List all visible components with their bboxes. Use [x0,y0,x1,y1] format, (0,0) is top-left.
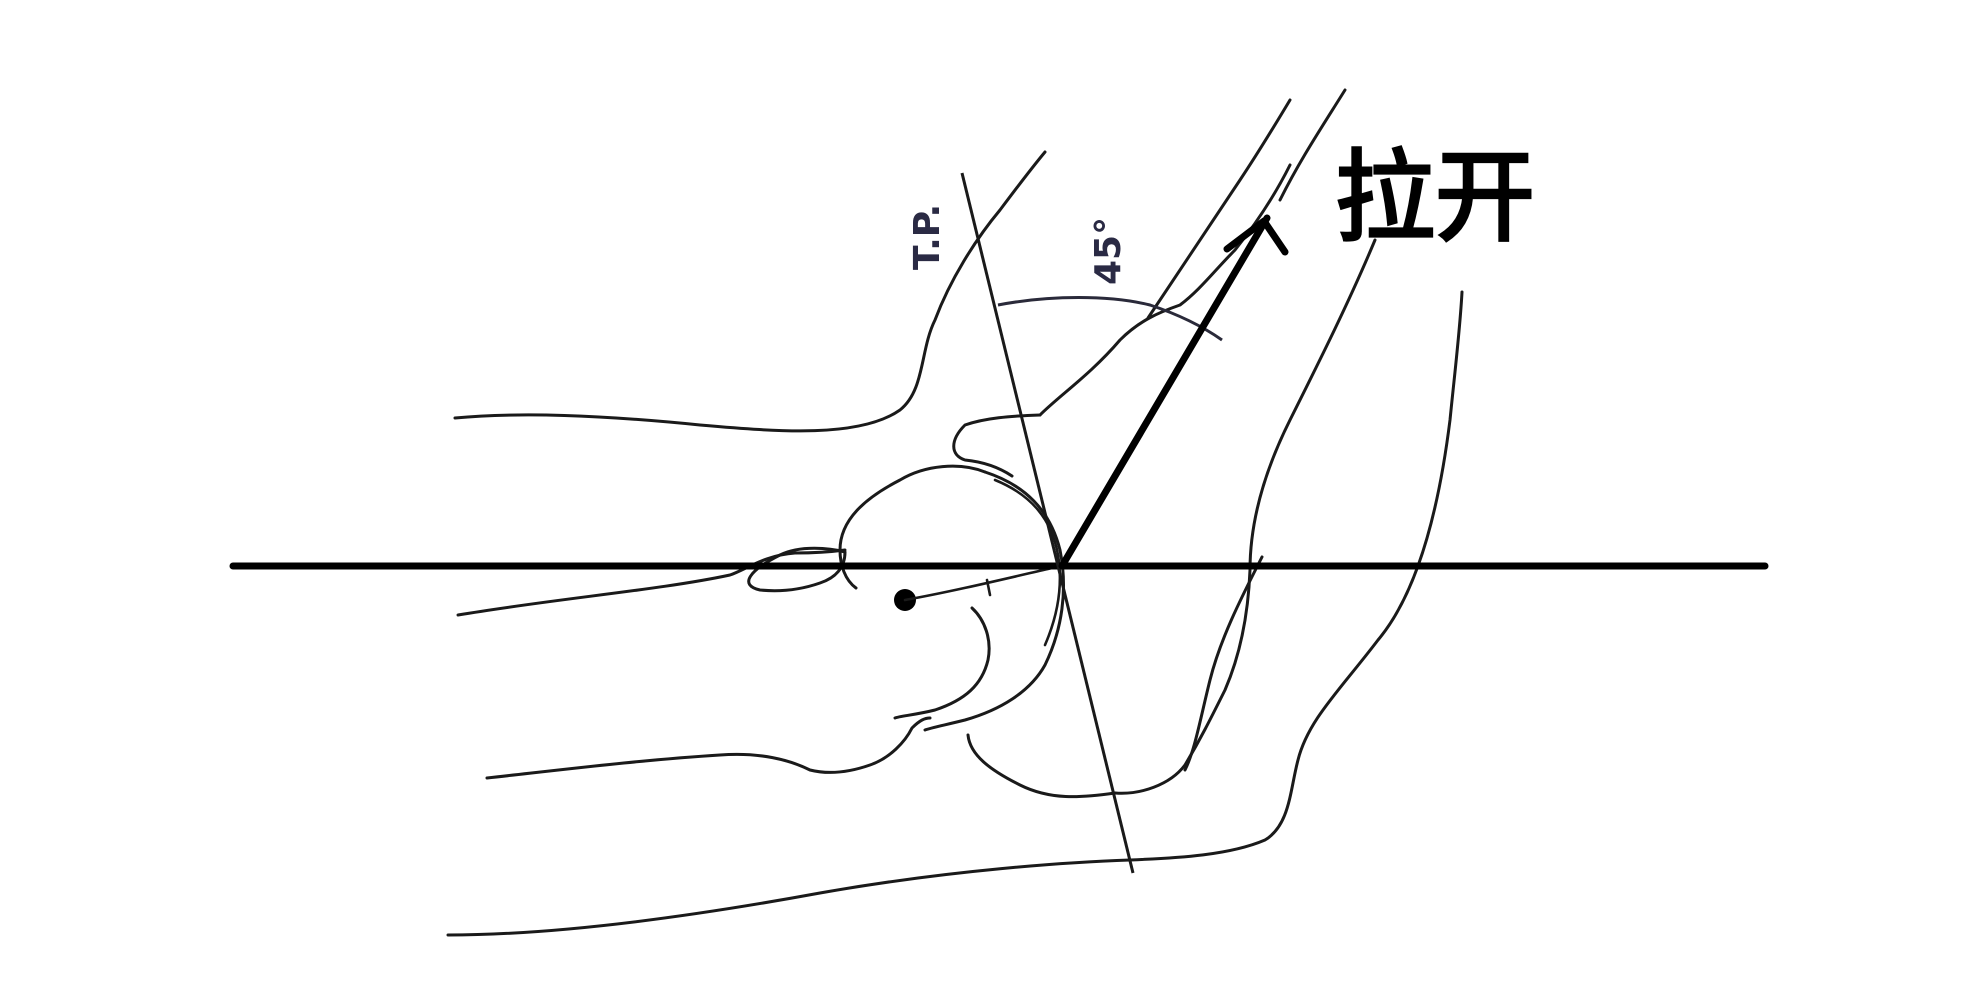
femur-lateral-lower-outline [966,733,1117,799]
greater-trochanter-outline [747,546,847,593]
femur-shaft-bottom-outline [446,290,1464,937]
pull-direction-arrow [1058,214,1271,570]
lesser-tick [985,578,992,597]
acetabular-roof-outline [1038,163,1292,417]
acetabular-roof-tip [952,413,1042,478]
femoral-neck-lower-outline [485,716,932,780]
angle-label: 45° [1088,217,1129,285]
femoral-head-lower-outline [893,606,991,720]
acetabulum-socket-inner [993,478,1062,647]
femur-lateral-outline [1113,238,1377,795]
femur-shaft-anterior-outline [1146,98,1292,320]
femur-shaft-posterior-outline [1278,88,1347,202]
femoral-head-radius-line [903,566,1054,602]
femoral-neck-upper-outline [456,548,847,617]
acetabulum-socket-outer [923,470,1065,732]
tp-line [960,172,1135,874]
tp-label: T.P. [907,204,948,270]
pull-label: 拉开 [1335,139,1535,256]
angle-arc [997,296,1223,342]
femur-medial-shaft-outline [1183,555,1264,772]
pull-arrowhead-icon [1223,217,1289,256]
femoral-head-outline [838,464,987,590]
pelvis-upper-outline [453,150,1047,433]
